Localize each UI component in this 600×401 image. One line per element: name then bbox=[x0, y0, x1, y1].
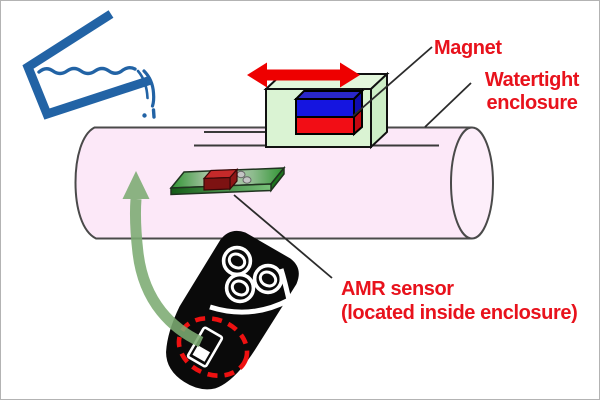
cylinder-end-cap bbox=[450, 126, 494, 240]
leader-line-magnet bbox=[352, 46, 433, 117]
shaver-cutter-circle bbox=[224, 272, 256, 304]
water-stream-inner bbox=[136, 69, 149, 100]
switch-highlight-dashed-ellipse bbox=[176, 316, 250, 378]
switch-slider-knob bbox=[192, 345, 211, 362]
shaver-head-separator bbox=[209, 268, 292, 315]
amr-chip-front bbox=[203, 176, 231, 191]
magnet-motion-arrow-icon bbox=[247, 62, 360, 88]
water-drop-dash bbox=[151, 108, 156, 119]
shaver-cutter-inner-ring bbox=[258, 270, 278, 288]
shaver-cutter-circle bbox=[221, 245, 253, 277]
shaver-cutter-inner-ring bbox=[227, 252, 247, 270]
magnet-front-blue-pole bbox=[295, 98, 355, 118]
sensor-lead-pin bbox=[242, 176, 252, 184]
sensor-position-arrow-icon bbox=[122, 171, 204, 347]
shaver-icon bbox=[166, 230, 299, 390]
label-watertight-enclosure-line2: enclosure bbox=[487, 92, 578, 114]
label-watertight-enclosure-line1: Watertight bbox=[485, 69, 580, 91]
water-stream-outer bbox=[142, 69, 156, 108]
tilted-cup-outline bbox=[22, 10, 153, 120]
sensor-lead-pin bbox=[236, 170, 246, 179]
position-arrow-head bbox=[122, 171, 150, 199]
shaver-head-cutters bbox=[221, 245, 284, 304]
magnet-top-face bbox=[293, 90, 365, 100]
leader-line-watertight-enclosure bbox=[424, 82, 472, 128]
magnet bbox=[293, 88, 365, 137]
water-droplet bbox=[142, 113, 147, 118]
shaver-cutter-inner-ring bbox=[230, 279, 250, 297]
pouring-water-icon bbox=[22, 10, 156, 120]
magnet-front-red-pole bbox=[295, 116, 355, 135]
label-amr-sensor-line2: (located inside enclosure) bbox=[341, 302, 577, 324]
amr-sensor-board bbox=[169, 165, 286, 196]
label-magnet: Magnet bbox=[434, 37, 502, 59]
shaver-cutter-circle bbox=[252, 263, 284, 295]
leader-line-amr-sensor bbox=[233, 194, 333, 279]
water-surface-wave bbox=[37, 66, 137, 76]
label-amr-sensor-line1: AMR sensor bbox=[341, 278, 454, 300]
position-arrow-shaft bbox=[129, 198, 204, 347]
